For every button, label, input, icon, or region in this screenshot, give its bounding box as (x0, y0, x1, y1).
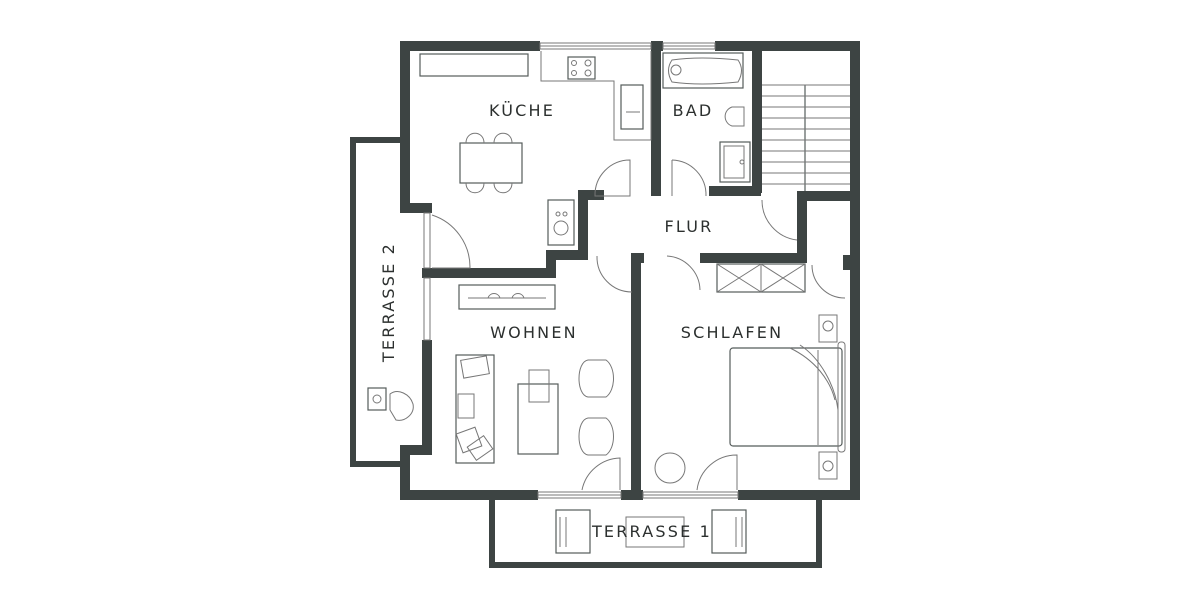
room-label-wohnen: WOHNEN (490, 323, 578, 342)
living-furniture (455, 284, 614, 464)
room-label-kueche: KÜCHE (489, 101, 555, 120)
room-labels: KÜCHE BAD FLUR WOHNEN SCHLAFEN TERRASSE … (379, 101, 783, 541)
room-label-terrasse2: TERRASSE 2 (379, 242, 398, 363)
kitchen-furniture (419, 51, 652, 246)
windows (423, 42, 739, 499)
terrace1-furniture (555, 509, 747, 554)
bathroom-furniture (662, 52, 751, 183)
doors (431, 159, 846, 491)
room-label-flur: FLUR (665, 217, 714, 236)
walls (350, 41, 860, 568)
bedroom-furniture (654, 314, 846, 484)
staircase (762, 84, 850, 191)
room-label-bad: BAD (673, 101, 714, 120)
room-label-schlafen: SCHLAFEN (681, 323, 783, 342)
terrace2-furniture (367, 387, 414, 421)
room-label-terrasse1: TERRASSE 1 (591, 522, 712, 541)
wardrobe (716, 263, 806, 293)
